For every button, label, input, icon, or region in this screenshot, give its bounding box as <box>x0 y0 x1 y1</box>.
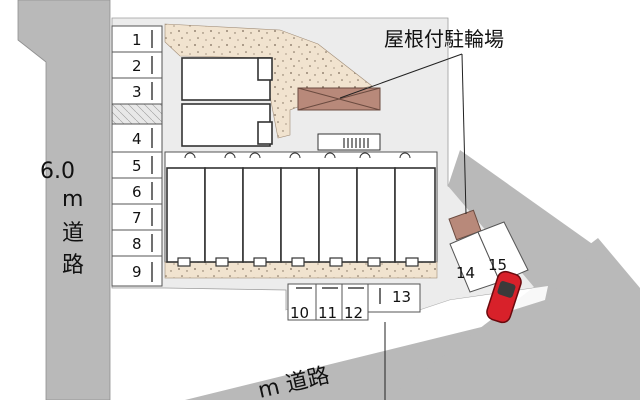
space-1-label: 1 <box>132 31 142 49</box>
west-road <box>17 0 111 400</box>
space-6-label: 6 <box>132 183 142 201</box>
parking-left <box>111 25 163 287</box>
west-road-width: 6.0 <box>40 159 75 184</box>
main-building <box>164 151 438 279</box>
space-7-label: 7 <box>132 209 142 227</box>
space-11-label: 11 <box>318 304 337 322</box>
parking-bottom-ticks <box>296 287 381 304</box>
bike-shelter-upper <box>297 87 381 111</box>
garden-area <box>164 23 373 139</box>
entrance-steps <box>317 133 381 151</box>
space-5-label: 5 <box>132 157 142 175</box>
space-9-label: 9 <box>132 263 142 281</box>
west-road-label-2: 路 <box>62 253 84 278</box>
space-15-label: 15 <box>488 256 507 274</box>
space-12-label: 12 <box>344 304 363 322</box>
bike-shelter-callout: 屋根付駐輪場 <box>384 27 504 51</box>
upper-building <box>181 57 273 147</box>
space-2-label: 2 <box>132 57 142 75</box>
space-3-label: 3 <box>132 83 142 101</box>
bike-shelter-right <box>448 209 482 241</box>
callout-leader <box>339 53 467 400</box>
car-icon <box>486 270 522 324</box>
west-road-label-1: 道 <box>62 221 84 246</box>
south-road-east <box>386 238 640 400</box>
space-10-label: 10 <box>290 304 309 322</box>
east-road <box>448 150 598 300</box>
parking-right <box>449 221 529 293</box>
sidewalk <box>170 286 548 398</box>
space-8-label: 8 <box>132 235 142 253</box>
space-14-label: 14 <box>456 264 475 282</box>
space-4-label: 4 <box>132 130 142 148</box>
space-13-label: 13 <box>392 288 411 306</box>
parking-bottom <box>287 283 421 321</box>
west-road-unit: m <box>62 187 83 212</box>
